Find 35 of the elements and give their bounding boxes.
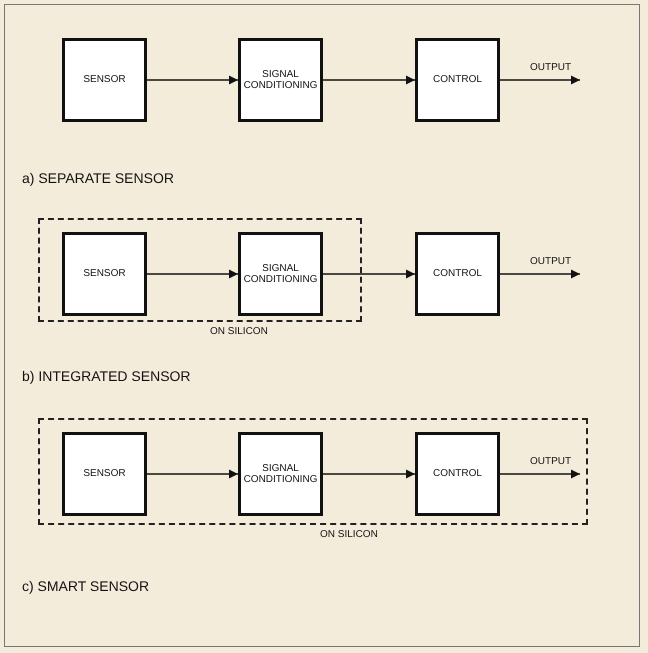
block-label: SIGNAL CONDITIONING [242, 462, 318, 486]
edge-label: OUTPUT [530, 62, 572, 73]
block-box [62, 432, 147, 516]
arrow [323, 470, 415, 478]
block-box [62, 38, 147, 122]
caption: c) SMART SENSOR [22, 578, 150, 594]
block-label: SENSOR [82, 468, 127, 480]
edge-label: OUTPUT [530, 456, 572, 467]
caption: a) SEPARATE SENSOR [22, 170, 174, 186]
arrow [147, 270, 238, 278]
block-label: SENSOR [82, 74, 127, 86]
block-label: CONTROL [432, 74, 483, 86]
arrow [323, 270, 415, 278]
boundary-label: ON SILICON [210, 326, 268, 337]
block-box [415, 232, 500, 316]
block-box [238, 432, 323, 516]
arrow [500, 470, 580, 478]
block-box [415, 432, 500, 516]
block-box [238, 38, 323, 122]
block-box [415, 38, 500, 122]
block-label: SENSOR [82, 268, 127, 280]
arrow [147, 470, 238, 478]
block-label: SIGNAL CONDITIONING [242, 262, 318, 286]
block-box [62, 232, 147, 316]
caption: b) INTEGRATED SENSOR [22, 368, 191, 384]
arrow [323, 76, 415, 84]
arrow [147, 76, 238, 84]
block-label: CONTROL [432, 468, 483, 480]
block-label: CONTROL [432, 268, 483, 280]
arrow [500, 270, 580, 278]
edge-label: OUTPUT [530, 256, 572, 267]
block-label: SIGNAL CONDITIONING [242, 68, 318, 92]
block-box [238, 232, 323, 316]
boundary-label: ON SILICON [320, 529, 378, 540]
arrow [500, 76, 580, 84]
